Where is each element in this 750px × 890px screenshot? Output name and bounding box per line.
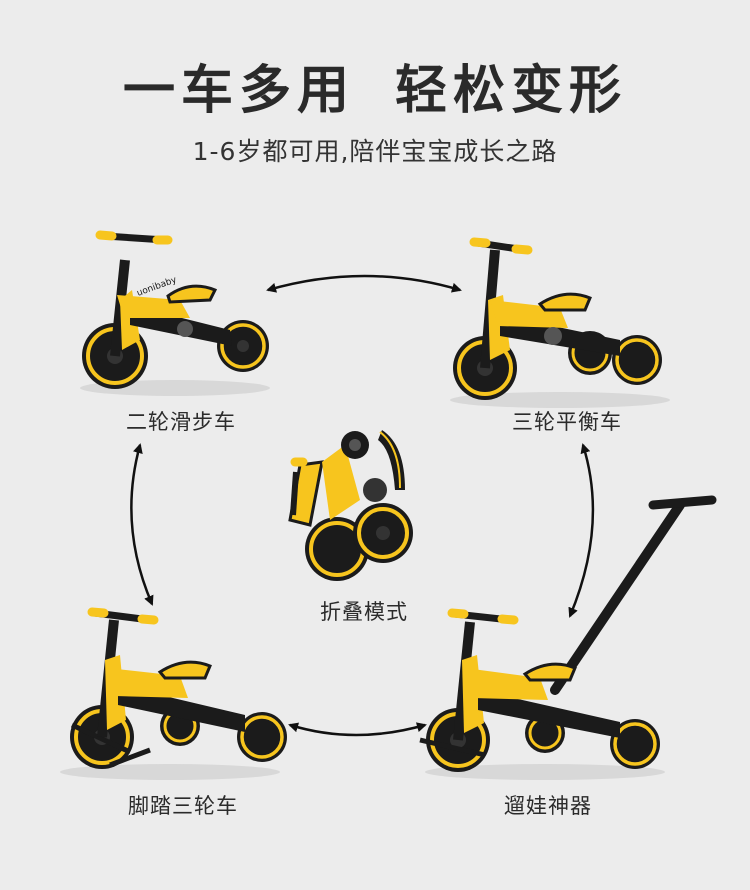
mode-label-three-wheel-balance: 三轮平衡车 [512,410,622,434]
arrow-bottom [288,722,427,737]
page-subtitle: 1-6岁都可用,陪伴宝宝成长之路 [192,137,558,166]
folded-bike-image [288,430,413,581]
mode-label-push-trike: 遛娃神器 [504,794,592,818]
mode-label-folded: 折叠模式 [320,600,408,624]
arrow-left [130,443,154,606]
mode-label-balance-bike: 二轮滑步车 [126,410,236,434]
title-part-1: 一车多用 [122,61,355,121]
push-trike-image [419,495,717,780]
pedal-tricycle-image [60,607,287,780]
title-part-2: 轻松变形 [395,61,628,121]
arrow-right [568,443,595,618]
three-wheel-balance-bike-image [450,237,670,408]
page-title: 一车多用轻松变形 [0,48,750,123]
arrow-top [266,274,462,293]
mode-label-pedal-tricycle: 脚踏三轮车 [128,794,238,818]
balance-bike-image: uonibaby [80,230,270,396]
